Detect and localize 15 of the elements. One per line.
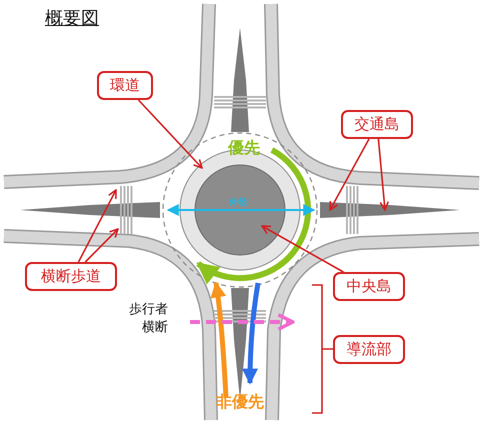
callout-box: 導流部 xyxy=(333,335,405,364)
callout-box: 交通島 xyxy=(341,110,413,139)
callout-box: 中央島 xyxy=(333,272,405,301)
leader-line xyxy=(378,138,390,211)
title: 概要図 xyxy=(45,7,99,30)
leader-line xyxy=(84,228,119,263)
leader-line xyxy=(138,99,203,169)
priority-label: 優先 xyxy=(228,138,260,159)
pedestrian-label: 歩行者横断 xyxy=(128,301,168,337)
dimension-label: 外径 xyxy=(229,196,247,209)
leader-line xyxy=(261,225,344,273)
callout-box: 環道 xyxy=(97,71,153,100)
callout-box: 横断歩道 xyxy=(25,262,117,291)
leader-line xyxy=(329,138,370,211)
leader-line xyxy=(78,189,117,262)
